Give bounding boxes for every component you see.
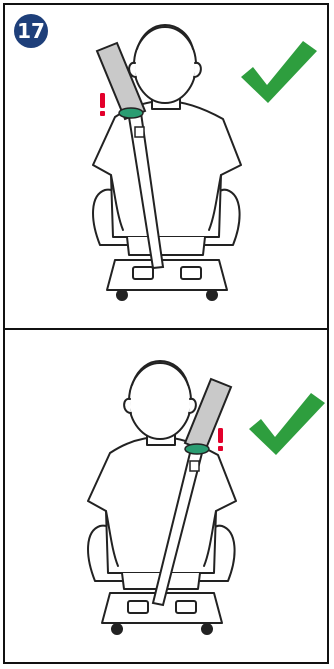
panel-divider bbox=[3, 328, 329, 330]
red-exclamation-icon bbox=[100, 93, 105, 116]
panel-correct-belt-left bbox=[5, 5, 327, 327]
child-torso bbox=[93, 101, 241, 237]
base-slot-left bbox=[128, 601, 148, 613]
child-booster-illustration-bottom bbox=[5, 331, 327, 653]
child-ear-right bbox=[194, 63, 201, 77]
booster-base bbox=[107, 260, 227, 290]
red-exclamation-icon bbox=[218, 428, 223, 451]
wheel-right bbox=[202, 624, 212, 634]
green-check-icon bbox=[241, 41, 317, 103]
wheel-right bbox=[207, 290, 217, 300]
belt-guide-clip bbox=[185, 444, 209, 454]
child-head bbox=[129, 363, 191, 439]
wheel-left bbox=[117, 290, 127, 300]
child-head bbox=[134, 27, 196, 103]
green-check-icon bbox=[249, 393, 325, 455]
belt-buckle bbox=[190, 461, 199, 471]
child-booster-illustration-top bbox=[5, 5, 327, 327]
child-ear-right bbox=[189, 399, 196, 413]
belt-guide-clip bbox=[119, 108, 143, 118]
child-ear-left bbox=[124, 399, 131, 413]
child-torso bbox=[88, 437, 236, 573]
belt-buckle bbox=[135, 127, 144, 137]
base-slot-left bbox=[133, 267, 153, 279]
child-legs bbox=[127, 237, 205, 255]
panel-correct-belt-right bbox=[5, 331, 327, 653]
wheel-left bbox=[112, 624, 122, 634]
base-slot-right bbox=[181, 267, 201, 279]
base-slot-right bbox=[176, 601, 196, 613]
